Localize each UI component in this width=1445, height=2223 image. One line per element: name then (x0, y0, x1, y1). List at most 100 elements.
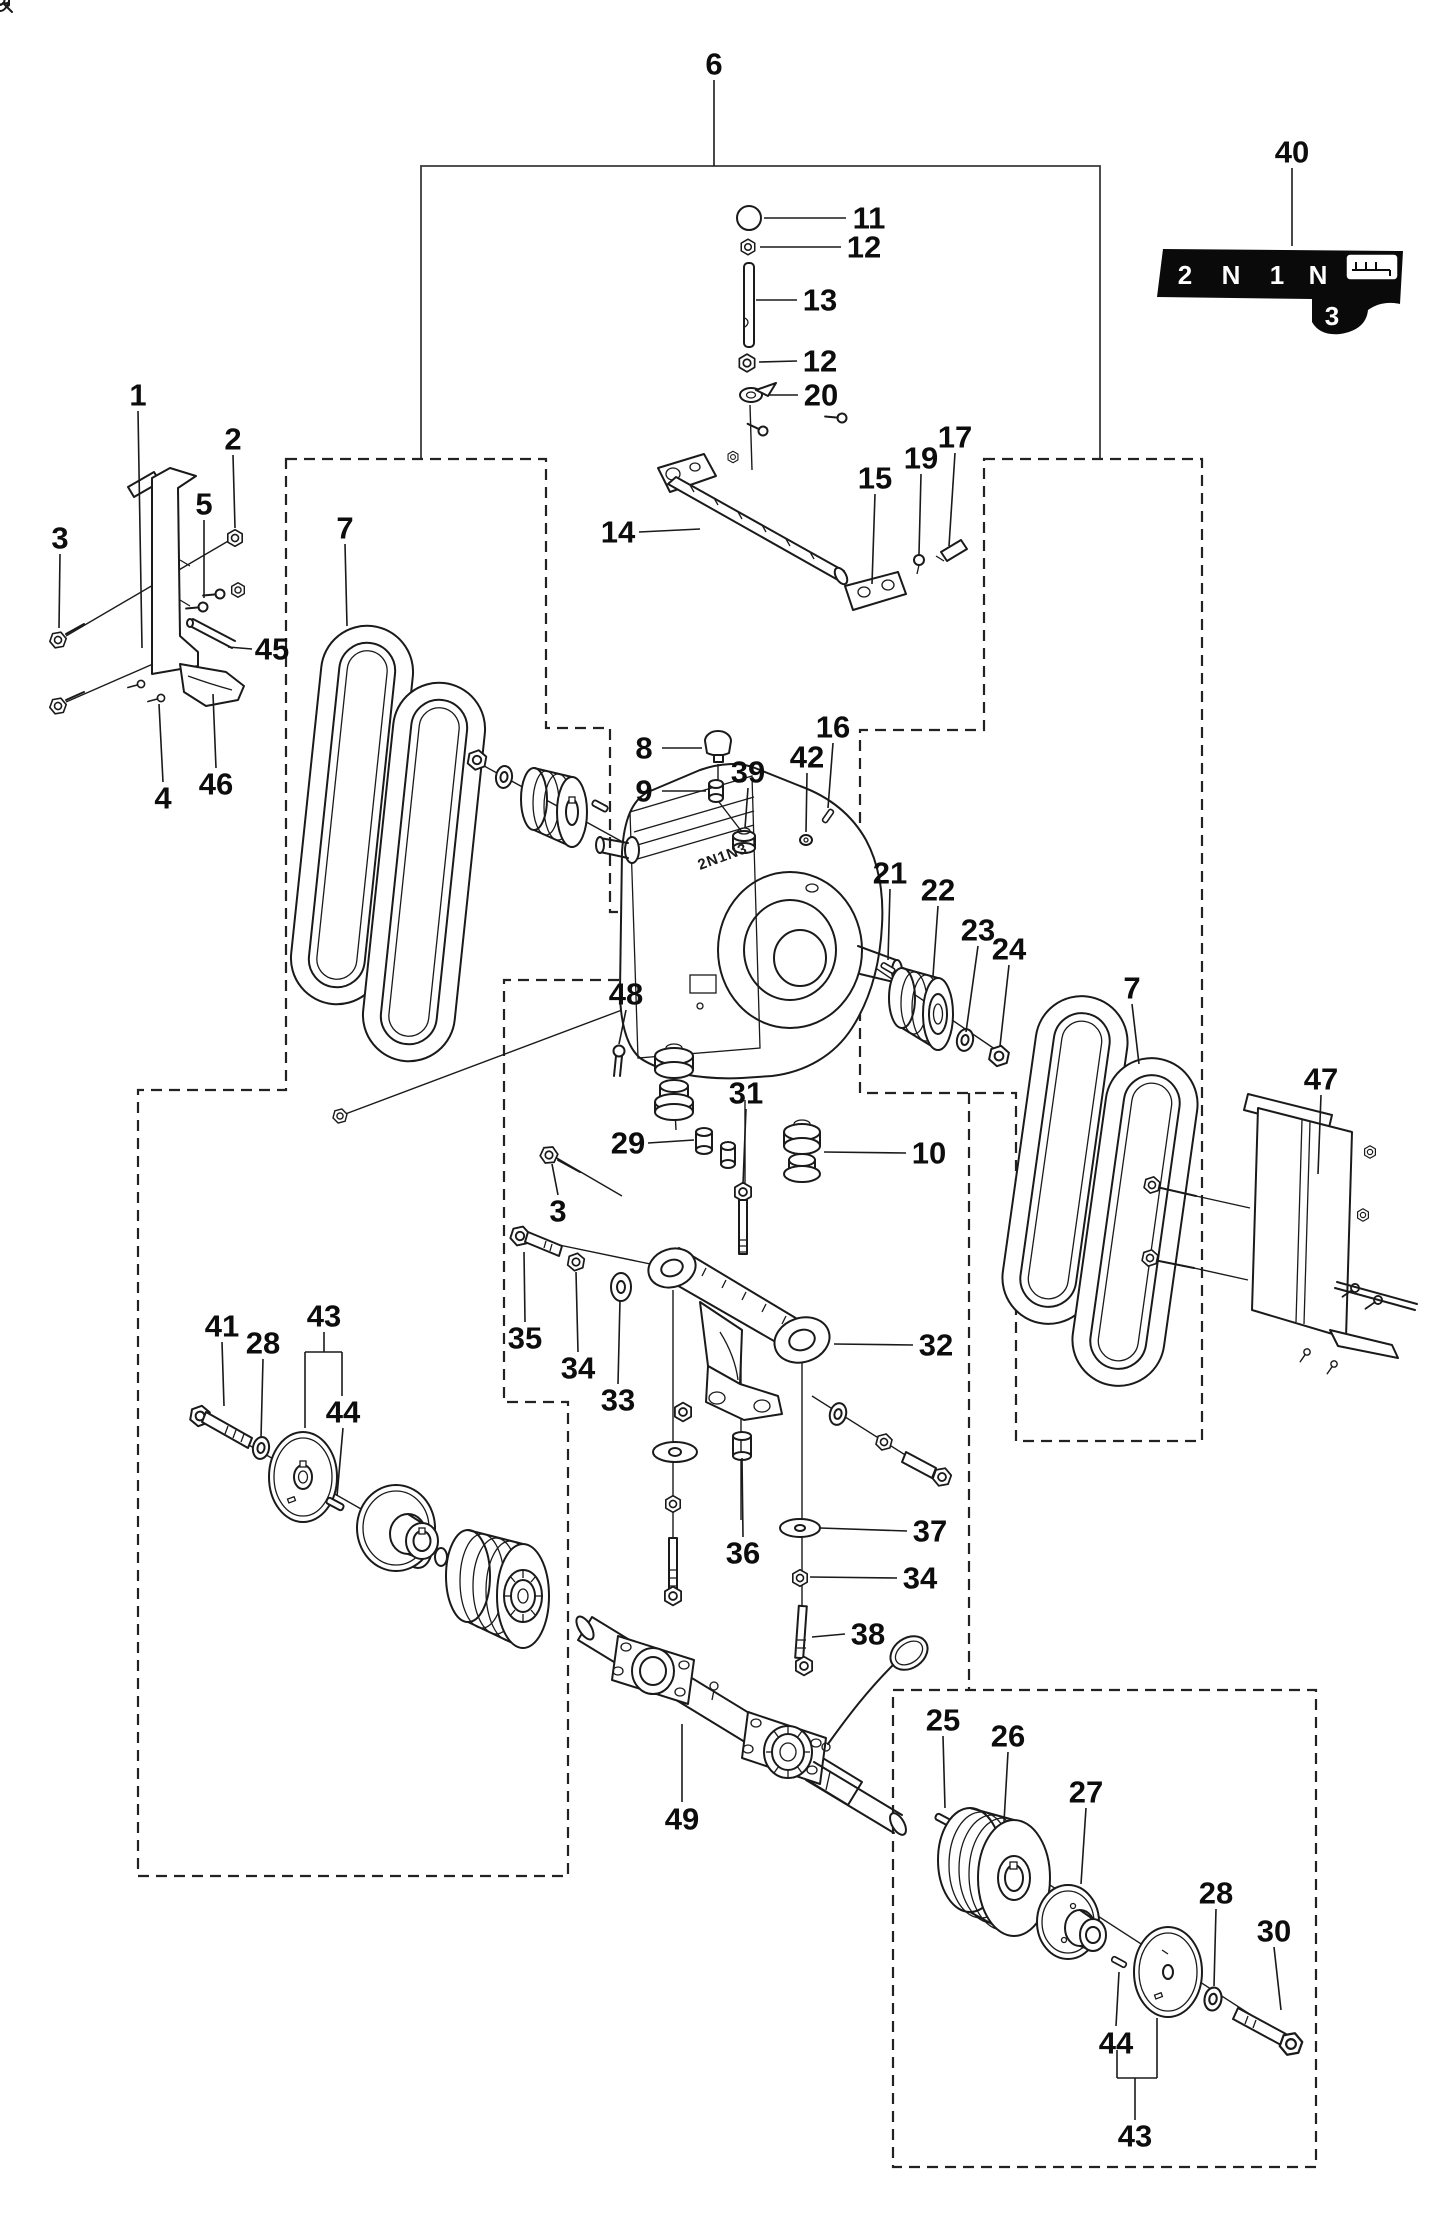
leader-line-part-19 (918, 473, 922, 555)
group-box-right (858, 457, 1204, 1443)
bushing-36 (732, 1431, 752, 1461)
leader-line-part-14 (638, 528, 701, 533)
group-box-shifter (420, 165, 1101, 459)
part-callout-14-10: 14 (601, 515, 636, 550)
part-callout-20-6: 20 (804, 378, 838, 413)
leader-line-part-47 (1317, 1094, 1322, 1175)
part-callout-24-27: 24 (992, 932, 1027, 967)
linkage-bracket-15 (844, 571, 907, 611)
leader-line-part-29 (647, 1139, 695, 1144)
leader-line-part-33 (617, 1299, 621, 1385)
hub-pulley-43 (356, 1484, 439, 1572)
leader-line-part-28 (1213, 1908, 1217, 1987)
part-callout-9-20: 9 (635, 774, 652, 809)
leader-line-part-44 (1115, 1971, 1120, 2027)
part-callout-28-51: 28 (1199, 1876, 1233, 1911)
ball-stud-19 (913, 554, 925, 575)
part-callout-41-39: 41 (205, 1309, 239, 1344)
part-callout-45-15: 45 (255, 632, 289, 667)
shift-lever-parts (736, 205, 777, 403)
belt-right-inner (1071, 1057, 1199, 1387)
leader-line-part-2 (232, 454, 236, 529)
part-callout-3-34: 3 (549, 1194, 566, 1229)
pulley-26 (937, 1807, 1051, 1937)
part-callout-11-2: 11 (853, 201, 886, 236)
spacers-29 (695, 1127, 736, 1169)
part-callout-47-29: 47 (1304, 1062, 1338, 1097)
part-callout-28-40: 28 (246, 1326, 280, 1361)
nut-2 (227, 528, 243, 548)
rod-45 (186, 618, 236, 649)
part-callout-15-9: 15 (858, 461, 892, 496)
part-callout-35-35: 35 (508, 1321, 542, 1356)
bolt-right (901, 1451, 954, 1490)
decal-shift-pattern (1345, 253, 1399, 281)
shift-linkage (657, 404, 968, 611)
nut-34 (566, 1251, 586, 1273)
left-column-fasteners (652, 1401, 698, 1607)
pulley-disc-43b (1133, 1926, 1203, 2018)
leader-line-part-26 (1003, 1751, 1009, 1823)
filler-cap-39 (732, 827, 756, 854)
leader-line-part-12 (758, 360, 798, 363)
part-callout-32-38: 32 (919, 1328, 953, 1363)
part-callout-38-46: 38 (851, 1617, 885, 1652)
part-callout-12-3: 12 (847, 230, 881, 265)
bottom-left-pulley-set (188, 1403, 439, 1572)
support-arm-32 (647, 1247, 831, 1421)
gearbox: 2N1N3 (595, 763, 903, 1080)
leader-line-part-36 (741, 1457, 744, 1538)
pulley-disc-43 (268, 1431, 338, 1523)
bushing-9 (708, 779, 724, 803)
leader-line-part-1 (137, 410, 143, 649)
part-callout-40-1: 40 (1275, 135, 1309, 170)
part-callout-37-44: 37 (913, 1514, 947, 1549)
leader-line-part-23 (965, 945, 979, 1033)
bracket-1 (151, 467, 199, 675)
bolt-30 (1232, 2007, 1306, 2060)
part-callout-23-26: 23 (961, 913, 995, 948)
left-bracket-group (47, 467, 246, 718)
part-callout-36-43: 36 (726, 1536, 760, 1571)
part-callout-8-19: 8 (635, 731, 652, 766)
decal-gear-n2: N (1309, 260, 1328, 290)
part-callout-5-13: 5 (195, 487, 212, 522)
part-callout-1-11: 1 (129, 378, 146, 413)
bolt-3-upper (47, 623, 85, 652)
part-callout-19-8: 19 (904, 441, 938, 476)
group-box-left (136, 457, 662, 1878)
leader-line-part-32 (833, 1343, 914, 1346)
axle-shaft-right (805, 1761, 907, 1836)
rubber-mount-10-right (783, 1119, 821, 1183)
key-44 (324, 1495, 346, 1513)
leader-line-part-25 (942, 1735, 946, 1809)
bolt-17 (935, 539, 968, 562)
part-callout-43-54: 43 (1118, 2119, 1152, 2154)
decal-low-gear: 3 (1325, 301, 1339, 331)
leader-line-part-31 (742, 1108, 747, 1185)
pulley-22 (888, 967, 954, 1051)
rubber-mount-10-upper (654, 1043, 694, 1121)
leader-line-part-3 (58, 553, 61, 629)
part-callout-27-50: 27 (1069, 1775, 1103, 1810)
part-callout-34-45: 34 (903, 1561, 938, 1596)
leader-line-part-39 (744, 787, 749, 829)
vent-cap-8 (704, 730, 743, 833)
gear-decal: 2 N 1 N 3 (1157, 249, 1403, 335)
part-callout-22-25: 22 (921, 873, 955, 908)
leader-line-part-44 (336, 1427, 344, 1497)
leader-line-part-7 (1131, 1003, 1140, 1065)
decal-gear-1: 1 (1270, 260, 1284, 290)
bolt-31 (734, 1181, 752, 1255)
decal-gear-2: 2 (1178, 260, 1192, 290)
washer-23 (953, 1026, 977, 1054)
washer-42 (799, 834, 813, 846)
leader-line-part-37 (819, 1527, 908, 1532)
part-callout-39-21: 39 (731, 755, 765, 790)
input-pulley (520, 767, 588, 848)
part-callout-6-0: 6 (705, 47, 722, 82)
leader-line-part-10 (823, 1151, 907, 1154)
part-callout-7-28: 7 (1123, 971, 1140, 1006)
bolt-35 (507, 1223, 563, 1257)
